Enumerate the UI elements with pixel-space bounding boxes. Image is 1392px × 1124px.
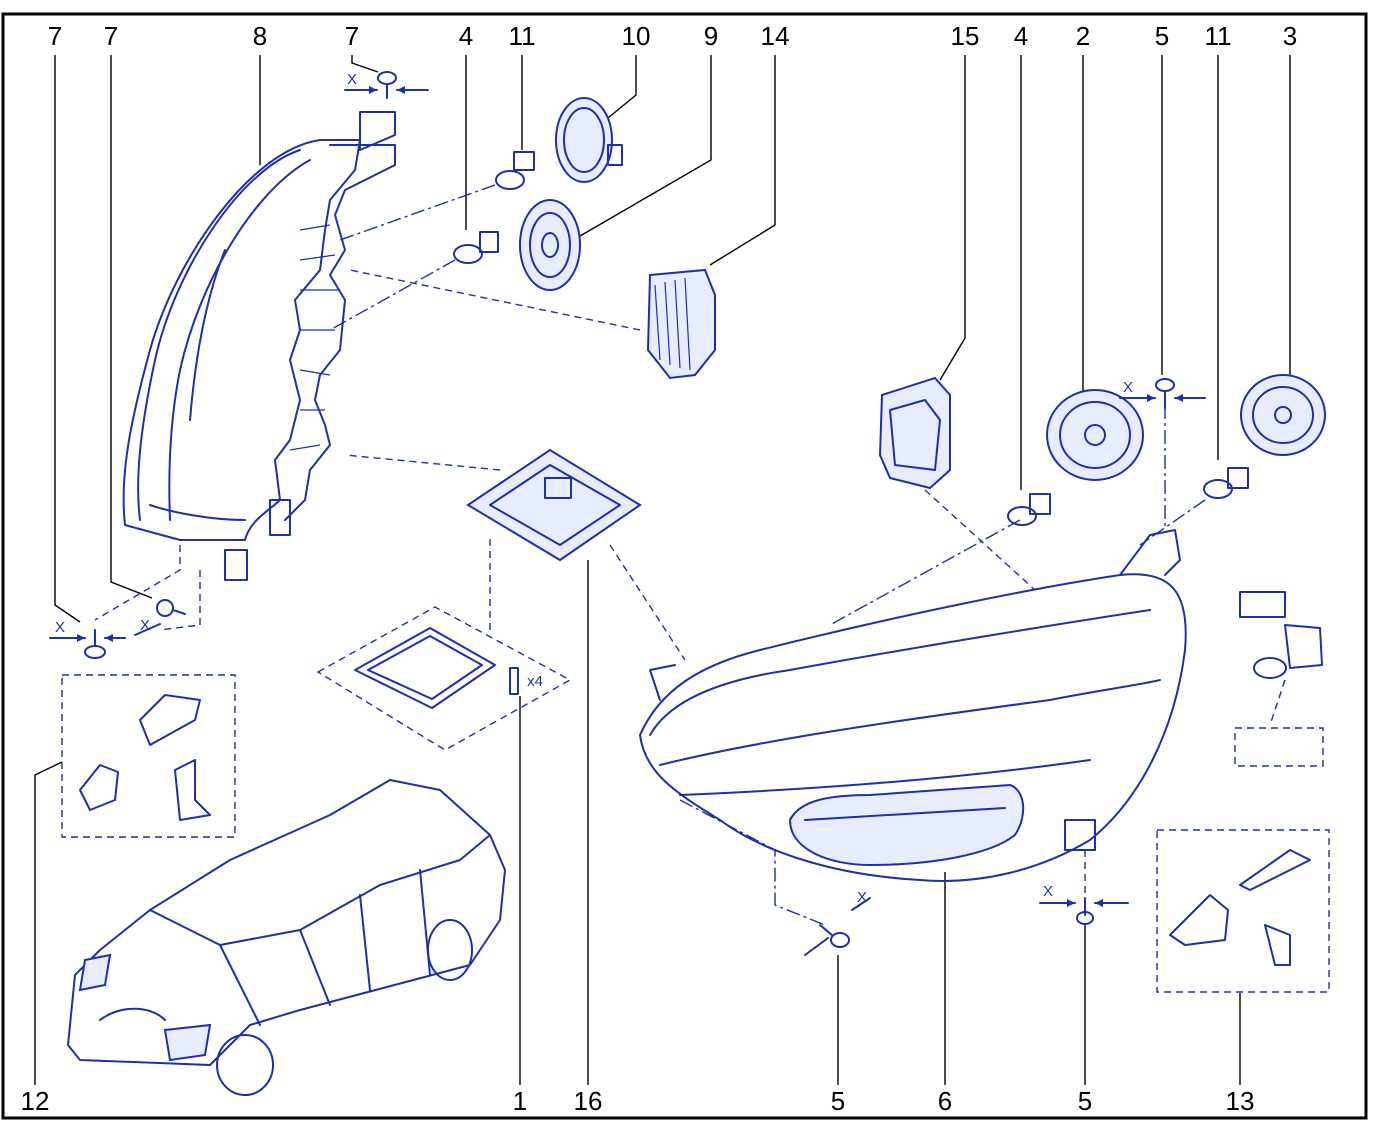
screw-top-7: X bbox=[344, 71, 429, 99]
callout-1: 1 bbox=[513, 1086, 527, 1116]
bracket-kit-13 bbox=[1156, 829, 1330, 993]
callout-9: 9 bbox=[704, 21, 718, 51]
callout-11-b: 11 bbox=[1205, 21, 1232, 51]
ecu-module-15 bbox=[878, 376, 951, 490]
callout-5-c: 5 bbox=[1078, 1086, 1092, 1116]
bulb-11-left bbox=[339, 151, 535, 241]
callout-14: 14 bbox=[761, 21, 790, 51]
callout-8: 8 bbox=[253, 21, 267, 51]
led-module-14 bbox=[349, 268, 716, 380]
callout-4-b: 4 bbox=[1014, 21, 1028, 51]
top-callouts: 7 7 8 7 4 11 10 9 14 15 4 2 5 11 3 bbox=[48, 21, 1297, 51]
callout-12: 12 bbox=[21, 1086, 50, 1116]
diagram-frame bbox=[1, 12, 1368, 1120]
bracket-kit-12 bbox=[61, 674, 236, 838]
qty-x4-label: x4 bbox=[527, 673, 543, 690]
callout-3: 3 bbox=[1283, 21, 1297, 51]
callout-13: 13 bbox=[1226, 1086, 1255, 1116]
cap-10 bbox=[555, 97, 623, 183]
x-mark-right-top: X bbox=[1123, 379, 1133, 396]
x-mark-top: X bbox=[347, 71, 357, 88]
cap-9 bbox=[519, 199, 581, 291]
screw-5-bottom-left: X bbox=[804, 889, 871, 956]
screw-5-bottom-right: X bbox=[1039, 883, 1129, 925]
left-headlamp-rear-view bbox=[122, 111, 396, 581]
leader-lines bbox=[34, 55, 1291, 1085]
bulb-detail-right bbox=[1234, 591, 1324, 767]
screw-5-top: X bbox=[1119, 378, 1206, 409]
callout-5-b: 5 bbox=[831, 1086, 845, 1116]
callout-15: 15 bbox=[951, 21, 980, 51]
callout-11-a: 11 bbox=[509, 21, 536, 51]
callout-7-a: 7 bbox=[48, 21, 62, 51]
car-sedan-illustration bbox=[67, 779, 506, 1096]
bulb-11-right bbox=[1203, 467, 1249, 499]
callout-5-a: 5 bbox=[1155, 21, 1169, 51]
right-headlamp-front-view bbox=[639, 405, 1206, 926]
cap-3 bbox=[1240, 374, 1326, 456]
callout-10: 10 bbox=[622, 21, 651, 51]
bulb-4-right bbox=[1007, 493, 1051, 526]
x-mark-bottom-left: X bbox=[857, 889, 867, 906]
ballast-16 bbox=[344, 448, 686, 661]
callout-2: 2 bbox=[1076, 21, 1090, 51]
x-mark-left-b: X bbox=[140, 617, 150, 634]
callout-7-b: 7 bbox=[104, 21, 118, 51]
callout-7-c: 7 bbox=[345, 21, 359, 51]
bulb-4-left bbox=[329, 231, 499, 331]
callout-16: 16 bbox=[574, 1086, 603, 1116]
x-mark-bottom-right: X bbox=[1043, 883, 1053, 900]
screw-left-7-b: X bbox=[94, 545, 201, 636]
bottom-callouts: 12 1 16 5 6 5 13 bbox=[21, 1086, 1255, 1116]
x-mark-left-a: X bbox=[55, 619, 65, 636]
callout-4-a: 4 bbox=[459, 21, 473, 51]
cap-2 bbox=[1046, 389, 1144, 481]
callout-6: 6 bbox=[938, 1086, 952, 1116]
seal-kit-1: x4 bbox=[316, 606, 572, 751]
screw-left-7-a: X bbox=[49, 619, 126, 659]
